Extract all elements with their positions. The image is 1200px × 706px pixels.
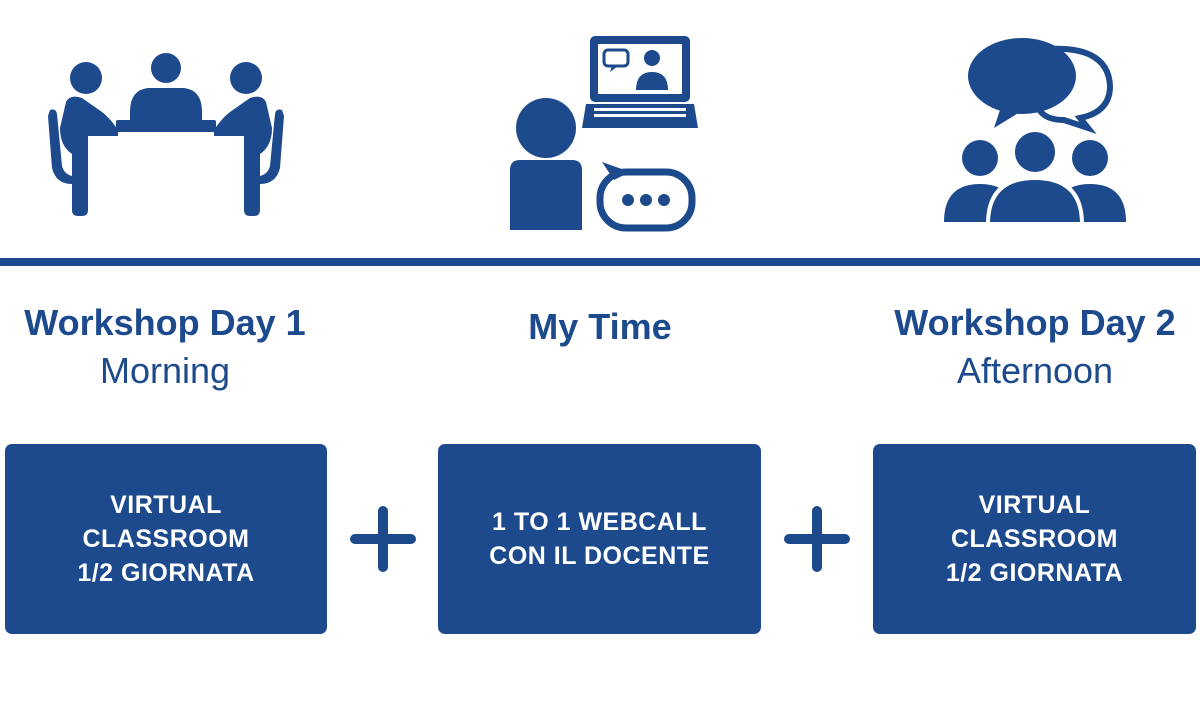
column-1-title: Workshop Day 1 <box>24 302 306 343</box>
plus-icon <box>350 506 416 572</box>
group-chat-icon <box>944 38 1126 226</box>
box-2-text: 1 TO 1 WEBCALL CON IL DOCENTE <box>489 508 710 570</box>
column-title-workshop-day-1: Workshop Day 1 Morning <box>0 300 365 396</box>
column-title-workshop-day-2: Workshop Day 2 Afternoon <box>835 300 1200 396</box>
column-3-subtitle: Afternoon <box>956 350 1114 391</box>
meeting-table-icon <box>48 53 284 216</box>
column-2-title: My Time <box>528 306 672 347</box>
column-3-title: Workshop Day 2 <box>894 302 1176 343</box>
box-virtual-classroom-day-1: VIRTUAL CLASSROOM 1/2 GIORNATA <box>5 444 327 634</box>
box-webcall: 1 TO 1 WEBCALL CON IL DOCENTE <box>438 444 761 634</box>
column-1-subtitle: Morning <box>99 350 231 391</box>
box-3-text: VIRTUAL CLASSROOM 1/2 GIORNATA <box>945 491 1124 587</box>
plus-icon <box>784 506 850 572</box>
section-divider <box>0 258 1200 266</box>
box-1-text: VIRTUAL CLASSROOM 1/2 GIORNATA <box>77 491 255 587</box>
box-virtual-classroom-day-2: VIRTUAL CLASSROOM 1/2 GIORNATA <box>873 444 1196 634</box>
column-title-my-time: My Time <box>400 304 800 350</box>
video-call-icon <box>510 36 698 232</box>
